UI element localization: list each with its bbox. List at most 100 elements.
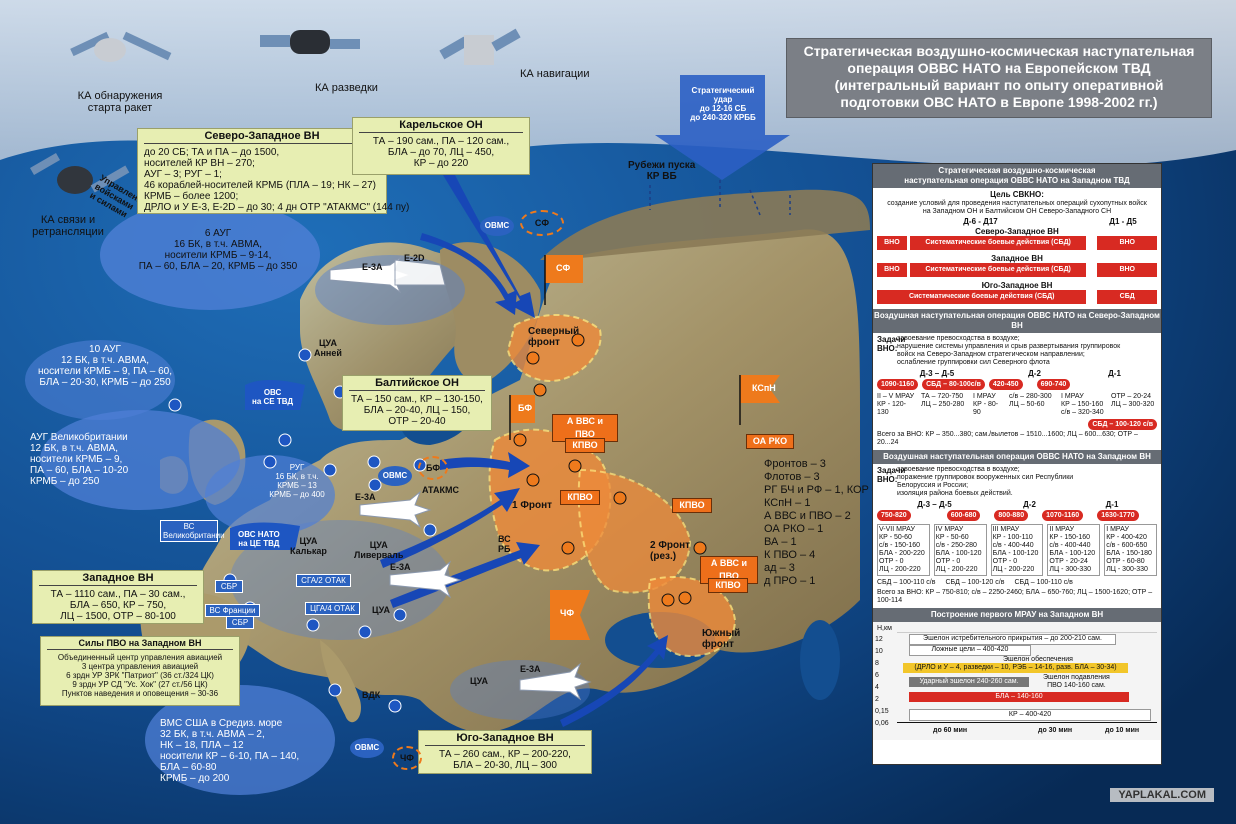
west-line: ЛЦ – 1500, ОТР – 80-100 [60,611,176,622]
nw-col-line: с/в – 280-300 [1009,393,1052,400]
air-defense-line: 3 центра управления авиацией [81,662,199,671]
w-phase: Д-1 [1105,500,1119,509]
belarus-forces-line: РБ [498,544,511,554]
direction-row: Систематические боевые действия (СБД) СБ… [877,290,1157,304]
phase-2: Д1 - Д5 [1109,217,1137,226]
ovs-ce-line: на ЦЕ ТВД [238,539,280,548]
nw-col-line: I МРАУ [1061,393,1084,400]
sw-line: БЛА – 20-30, ЛЦ – 300 [453,760,557,771]
italy [320,640,362,723]
nw-task: ослабление группировки сил Северного фло… [897,359,1050,366]
ovs-ce-label: ОВС НАТО на ЦЕ ТВД [238,530,280,548]
nw-tasks-label-line: Задачи [877,335,906,344]
phase-1: Д-6 - Д17 [963,217,998,226]
front2-label: 2 Фронт (рез.) [650,540,690,562]
orange-markers [513,333,707,607]
w-task: Белоруссия и России; [897,482,969,489]
sw-direction-title: Юго-Западное ВН [425,733,585,746]
nw-pill: 690-740 [1036,379,1071,390]
nw-pill: СБД – 80-100с/в [922,379,985,390]
forces-legend: Фронтов – 3 Флотов – 3 РГ БЧ и РФ – 1, К… [764,458,887,588]
e2d-label: Е-2D [404,253,425,263]
air-defense-title: Силы ПВО на Западном ВН [47,639,233,650]
strategic-strike-label: Стратегический удар до 12-16 СБ до 240-3… [680,86,766,122]
w-col-line: КР - 50-60 [935,534,969,541]
nw-col-line: КР – 150-160 [1061,401,1104,408]
w-col-line: ЛЦ - 200-220 [879,566,921,573]
aug-uk-zone [40,410,240,510]
aug10-label: 10 АУГ 12 БК, в т.ч. АВМА, носители КРМБ… [30,344,180,388]
ovms-south: ОВМС [350,738,384,758]
w-col-line: ЛЦ - 300-330 [1049,566,1092,573]
cua-kalkar-label: ЦУА Калькар [290,536,327,556]
w-col-line: КР - 150-160 [1049,534,1091,541]
flag-sf [544,255,583,305]
row-bar: Систематические боевые действия (СБД) [909,236,1087,250]
aug-uk-line: ПА – 60, БЛА – 10-20 [30,465,129,476]
mrau-diagram: Н,км 12 10 8 6 4 2 0,15 0,06 Эшелон истр… [873,622,1161,740]
baltic-line: ТА – 150 сам., КР – 130-150, [351,394,483,405]
belarus-forces-label: ВС РБ [498,534,511,554]
w-col-line: КР - 50-60 [879,534,912,541]
satellite-comm-line: ретрансляции [32,226,104,238]
phase-header: Д-6 - Д17 Д1 - Д5 [873,217,1161,226]
uk-forces-label: ВС Великобритании [160,520,225,542]
w-col-line: КР - 100-110 [992,534,1033,541]
flag-chf [550,590,590,640]
karelia-line: КР – до 220 [413,158,469,169]
w-col-line: КР - 400-420 [1106,534,1147,541]
nw-col-line: КР - 80-90 [973,401,999,416]
echelon-support: (ДРЛО и У – 4, разведки – 10, РЭБ – 14-1… [903,663,1128,673]
aug-uk-label: АУГ Великобритании 12 БК, в т.ч. АВМА, н… [30,432,130,487]
forces-item: К ПВО – 4 [764,549,816,561]
med-line: носители КР – 6-10, ПА – 140, [160,751,300,762]
watermark: YAPLAKAL.COM [1110,788,1214,802]
cua-label-2: ЦУА [470,676,488,686]
title-line: (интегральный вариант по опыту оперативн… [834,77,1164,93]
e3a-label-4: Е-3А [520,664,541,674]
ovs-ce-line: ОВС НАТО [238,530,280,539]
nw-tasks-label: Задачи ВНО: [877,335,906,367]
kspn-flag-label: КСпН [752,383,776,393]
sw-line: ТА – 260 сам., КР – 200-220, [439,749,571,760]
baltic-direction-title: Балтийское ОН [349,378,485,391]
aug10-title: 10 АУГ [89,344,121,355]
nw-phase: Д-2 [1028,369,1041,378]
aug-uk-title: АУГ Великобритании [30,432,128,443]
w-col-line: БЛА - 100-120 [935,550,982,557]
w-col-line: II МРАУ [1049,526,1075,533]
karelia-direction-title: Карельское ОН [359,120,523,133]
goal-line: на Западном ОН и Балтийском ОН Северо-За… [922,208,1112,215]
flag-bf [509,395,535,440]
cua-kalkar-line: ЦУА [299,536,318,546]
nw-operation-header: Воздушная наступательная операция ОВВС Н… [873,309,1161,333]
sbr-label-1: СБР [215,580,243,593]
black-sea-fleet-base-label: ЧФ [392,746,422,770]
south-front-line: фронт [702,639,734,650]
ovs-se-label: ОВС на СЕ ТВД [252,388,293,406]
cua-annie-line: ЦУА [318,338,337,348]
e3a-label-2: Е-3А [355,492,376,502]
baltic-direction-box: Балтийское ОН ТА – 150 сам., КР – 130-15… [342,375,492,431]
w-phase-row: Д-3 – Д-5 Д-2 Д-1 [873,500,1161,509]
row-left: ВНО [877,236,907,250]
med-fleet-label: ВМС США в Средиз. море 32 БК, в т.ч. АВМ… [160,718,310,784]
med-line: БЛА – 60-80 [160,762,217,773]
y-tick: 4 [875,684,879,691]
nw-tasks-label-line: ВНО: [877,344,898,353]
w-tasks-label: Задачи ВНО: [877,466,905,498]
w-pill: 750-820 [877,510,911,521]
awacs-planes [329,256,592,701]
row-right: СБД [1097,290,1157,304]
sbr-label-2: СБР [226,616,254,629]
launch-lines [649,180,791,216]
air-defense-line: 6 зрдн УР ЗРК "Патриот" (36 cт./324 ЦК) [66,671,214,680]
cua-annie-line: Анней [314,348,342,358]
echelon-uav: БЛА – 140-160 [909,692,1129,702]
north-front-zone [506,314,602,382]
aug-uk-line: носители КРМБ – 9, [30,454,123,465]
w-col-line: БЛА - 150-180 [1106,550,1152,557]
uk-forces-line: ВС [183,522,195,531]
nw-phase-row: Д-3 – Д-5 Д-2 Д-1 [873,369,1161,378]
